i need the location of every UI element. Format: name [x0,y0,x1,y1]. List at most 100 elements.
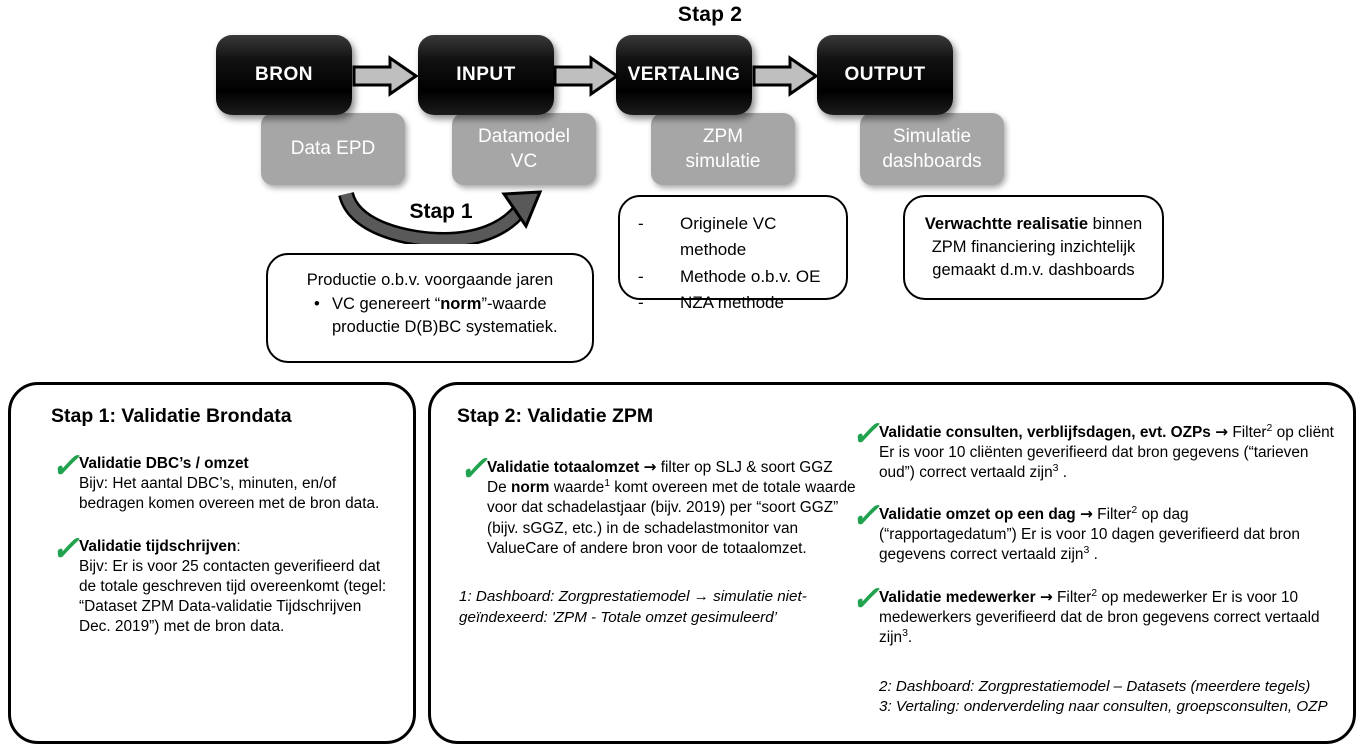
check-icon: ✓ [851,497,880,535]
item-body-post: . [907,629,913,647]
stage-box-vertaling[interactable]: VERTALING [616,35,752,115]
stage-label: OUTPUT [844,64,926,85]
panel-stap1: Stap 1: Validatie Brondata ✓ Validatie D… [8,382,416,744]
dash-marker: - [638,214,644,233]
stage-label: INPUT [456,64,516,85]
item-heading-tail: op medewerker Er is voor 10 [1097,589,1299,607]
arrow-right-glyph: → [1080,504,1093,523]
productie-bullet: • VC genereert “norm”-waarde productie D… [284,293,576,339]
productie-line1: Productie o.b.v. voorgaande jaren [306,271,554,289]
item-body-post: komt overeen met de totale waarde voor d… [487,479,856,557]
item-body-pre: (“rapportagedatum”) Er is voor 10 dagen … [879,525,1300,563]
check-icon: ✓ [51,448,80,485]
footnote-ref: 2 [1266,422,1273,434]
methode-label: Originele VC methode [680,214,777,260]
dash-marker: - [638,293,644,313]
panel-stap2-left-column: ✓ Validatie totaalomzet → filter op SLJ … [459,451,859,628]
output-callout-rest: binnen ZPM financiering inzichtelijk gem… [931,215,1143,279]
graybox-label: Datamodel VC [478,125,570,172]
footnote-ref: 1 [604,478,611,490]
item-body-pre: De [487,479,511,497]
stage-label: BRON [255,64,313,85]
methode-label: NZA methode [680,293,784,313]
item-heading-rest: Filter [1228,424,1267,441]
item-body-mid: waarde [549,479,605,497]
panel-stap2-footnote-2: 2: Dashboard: Zorgprestatiemodel – Datas… [879,677,1311,695]
footnote-ref: 2 [1091,587,1098,599]
item-body: Bijv: Het aantal DBC’s, minuten, en/of b… [79,475,380,513]
flow-arrow-bron-input [352,55,419,97]
footnote-ref: 3 [1052,463,1059,475]
methode-row: - Originele VC methode [638,211,836,264]
callout-methoden: - Originele VC methode - Methode o.b.v. … [618,195,848,312]
flow-arrow-input-vertaling [553,55,620,97]
productie-bullet-post: ”-waarde productie D(B)BC systematiek. [332,294,558,336]
graybox-label: Data EPD [290,138,376,160]
callout-verwachtte-realisatie: Verwachtte realisatie binnen ZPM financi… [903,195,1164,300]
item-body-post: . [1058,464,1068,482]
graybox-label: Simulatie dashboards [882,125,982,172]
validation-item: ✓ Validatie consulten, verblijfsdagen, e… [851,416,1347,484]
arrow-right-icon [752,55,819,97]
graybox-simulatie-dashboards: Simulatie dashboards [860,113,1004,185]
check-icon: ✓ [851,581,880,619]
bullet-dot: • [314,294,320,313]
check-icon: ✓ [51,530,80,568]
methode-label: Methode o.b.v. OE [680,266,821,286]
arrow-right-icon [553,55,620,97]
item-heading-tail: op cliënt [1272,424,1334,441]
item-body-post: . [1089,545,1098,563]
footnote-ref: 3 [1083,544,1090,556]
stage-label: VERTALING [627,64,741,85]
check-icon: ✓ [851,416,880,453]
validation-item: ✓ Validatie totaalomzet → filter op SLJ … [459,451,859,559]
item-heading: Validatie omzet op een dag [879,505,1076,523]
check-icon: ✓ [459,451,488,488]
graybox-zpm-simulatie: ZPM simulatie [651,113,795,185]
productie-bullet-pre: VC genereert “ [332,294,441,313]
methode-row: - Methode o.b.v. OE [638,264,836,290]
panel-stap2-right-column: ✓ Validatie consulten, verblijfsdagen, e… [851,416,1347,718]
graybox-datamodel-vc: Datamodel VC [452,113,596,185]
productie-bullet-bold: norm [440,294,482,313]
stap1-title: Stap 1 [409,200,473,223]
item-heading: Validatie consulten, verblijfsdagen, evt… [879,424,1211,441]
item-heading-tail: op dag [1137,505,1189,523]
stage-box-output[interactable]: OUTPUT [817,35,953,115]
graybox-label: ZPM simulatie [685,125,761,172]
arrow-right-glyph: → [1039,588,1053,607]
stap2-title: Stap 2 [677,3,743,26]
arrow-right-glyph: → [643,458,657,476]
footnote-ref: 3 [902,628,908,640]
panel-stap2-footnote-1: 1: Dashboard: Zorgprestatiemodel → simul… [459,587,807,626]
arrow-right-glyph: → [1215,423,1229,441]
arrow-right-icon [352,55,419,97]
output-callout-bold: Verwachtte realisatie [924,215,1089,233]
item-body-pre: medewerkers geverifieerd dat de bron geg… [879,609,1320,647]
panel-stap2-footnote-3: 3: Vertaling: onderverdeling naar consul… [879,698,1328,716]
panel-stap2-title: Stap 2: Validatie ZPM [457,405,654,427]
item-heading-rest: Filter [1052,589,1092,607]
item-heading: Validatie DBC’s / omzet [79,455,249,472]
validation-item: ✓ Validatie medewerker → Filter2 op mede… [851,581,1347,649]
validation-item: ✓ Validatie DBC’s / omzet Bijv: Het aant… [51,448,391,515]
item-body-bold: norm [510,479,550,497]
validation-item: ✓ Validatie tijdschrijven: Bijv: Er is v… [51,530,391,638]
item-heading: Validatie medewerker [879,589,1036,607]
graybox-data-epd: Data EPD [261,113,405,185]
stage-box-input[interactable]: INPUT [418,35,554,115]
item-heading-rest: : [236,537,241,555]
curved-arrow-icon [338,190,543,249]
dash-marker: - [638,266,644,286]
panel-stap1-title: Stap 1: Validatie Brondata [51,405,292,427]
validation-item: ✓ Validatie omzet op een dag → Filter2 o… [851,497,1347,566]
item-heading-rest: Filter [1092,505,1132,523]
item-heading: Validatie tijdschrijven [79,537,237,555]
flow-arrow-vertaling-output [752,55,819,97]
footnote-ref: 2 [1131,504,1138,516]
stage-box-bron[interactable]: BRON [216,35,352,115]
item-body: Bijv: Er is voor 25 contacten geverifiee… [79,557,387,636]
stap1-curved-arrow [336,190,546,249]
panel-stap2: Stap 2: Validatie ZPM ✓ Validatie totaal… [428,382,1356,744]
